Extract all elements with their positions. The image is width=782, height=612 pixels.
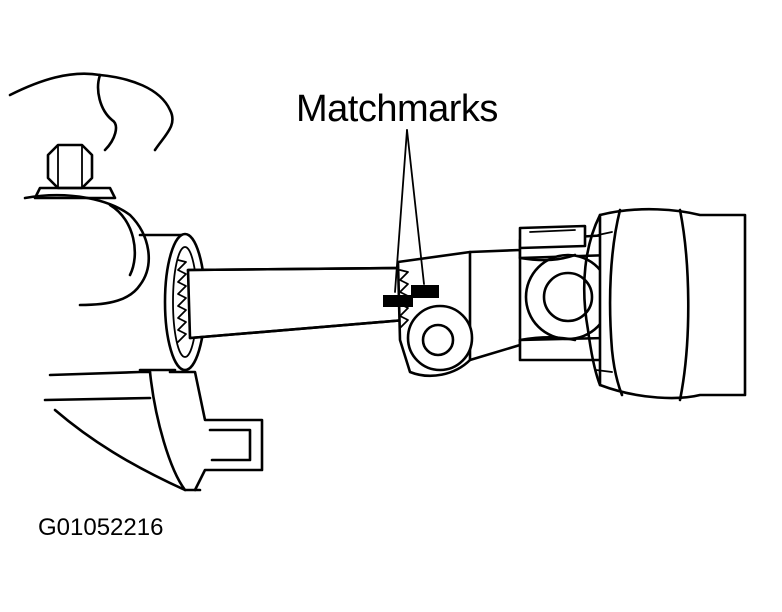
matchmark-bars	[383, 285, 439, 307]
matchmark-yoke	[411, 285, 439, 298]
yoke-collar	[396, 248, 522, 378]
bolt-head	[46, 143, 94, 190]
matchmarks-label: Matchmarks	[296, 88, 498, 130]
propeller-shaft-tube	[582, 207, 747, 402]
slip-yoke-shaft	[186, 266, 407, 340]
transfer-case-housing	[8, 72, 264, 492]
matchmark-shaft	[383, 295, 413, 307]
universal-joint	[518, 224, 614, 362]
callout-leaders	[394, 129, 425, 293]
figure-code: G01052216	[38, 514, 164, 541]
